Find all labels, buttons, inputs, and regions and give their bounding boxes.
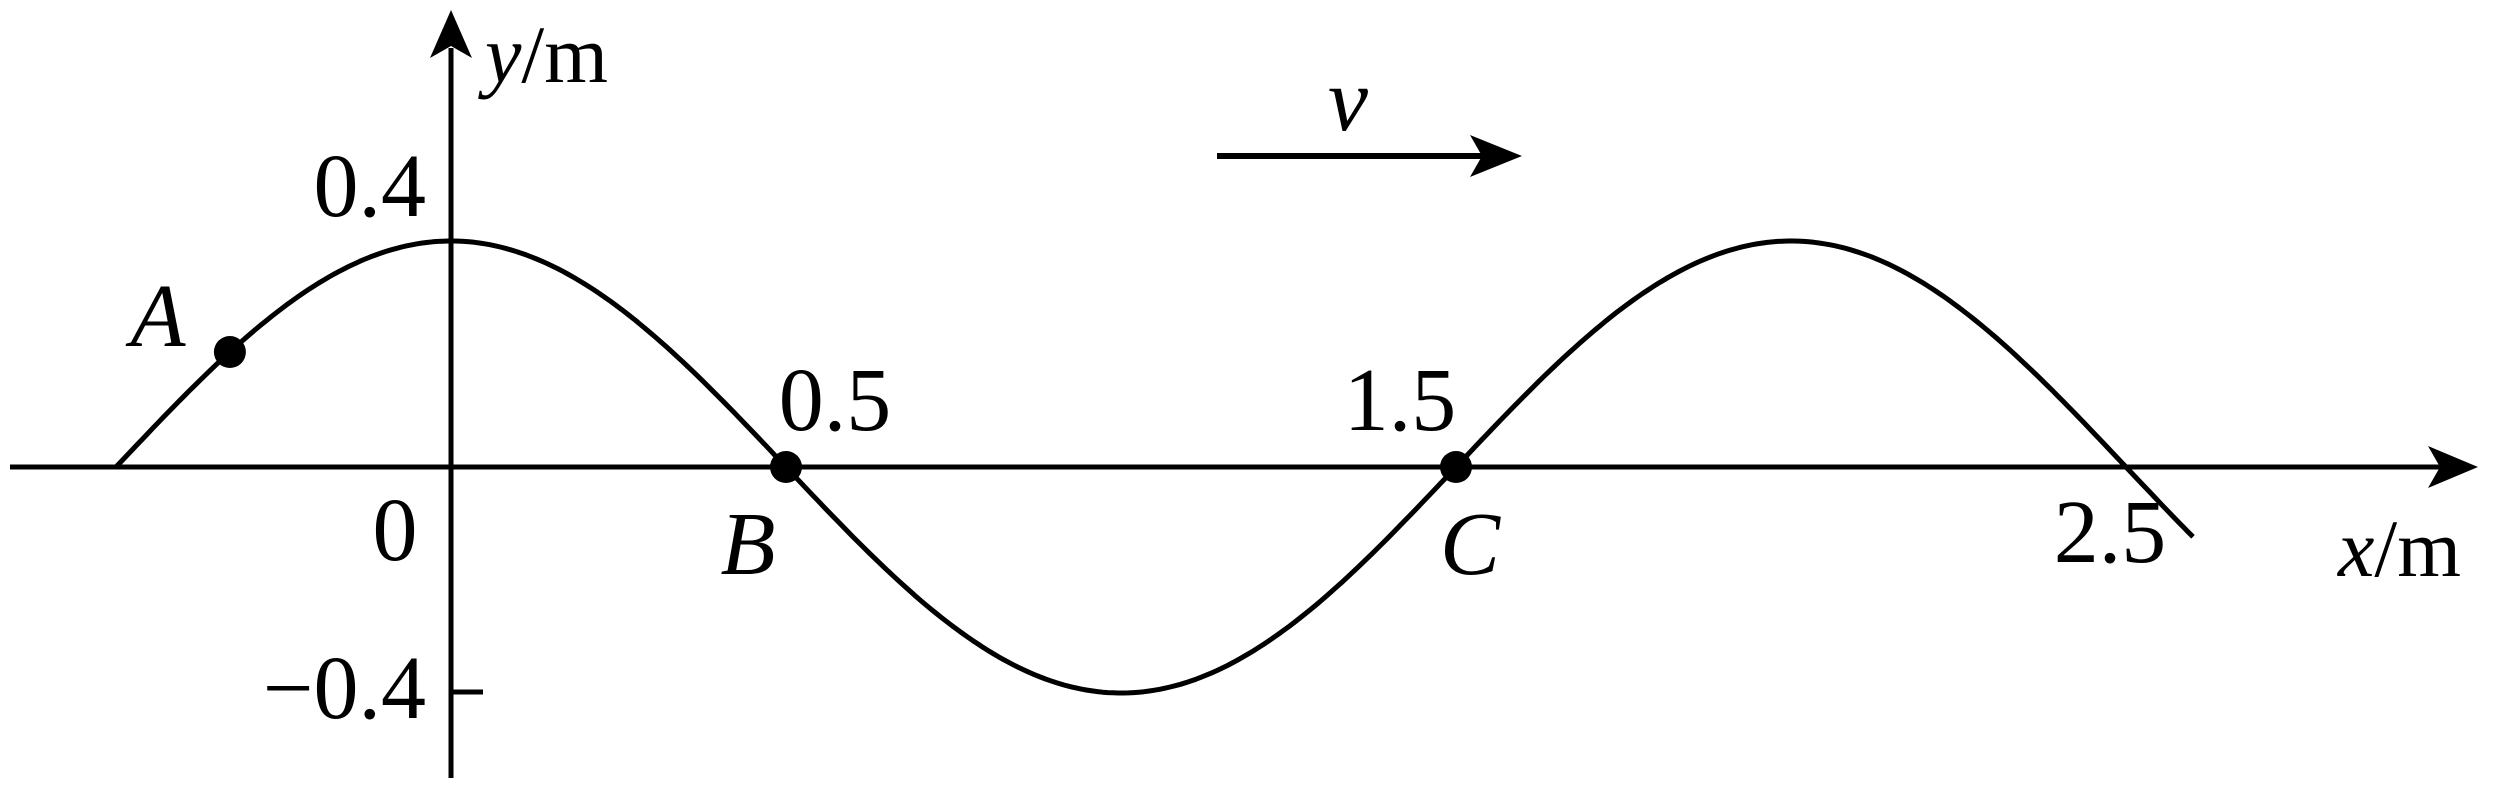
y-axis-unit: /m [521, 9, 608, 100]
point-c-dot [1440, 451, 1472, 483]
x-axis-label: x/m [2337, 503, 2461, 594]
x-axis-arrow-icon [2428, 446, 2478, 488]
point-b-dot [770, 451, 802, 483]
point-b-label: B [721, 495, 776, 594]
origin-label: 0 [373, 481, 418, 580]
point-c-label: C [1440, 495, 1501, 594]
y-tick-label-bottom: −0.4 [263, 639, 426, 738]
y-axis-var: y [478, 9, 522, 100]
x-axis-var: x [2337, 503, 2374, 594]
y-tick-label-top: 0.4 [314, 137, 427, 236]
x-tick-label-2-5: 2.5 [2054, 483, 2167, 582]
x-tick-label-0-5: 0.5 [779, 351, 892, 450]
velocity-arrow-icon [1470, 135, 1522, 177]
velocity-label: v [1328, 51, 1368, 150]
wave-curve [114, 238, 2195, 696]
x-tick-label-1-5: 1.5 [1344, 351, 1457, 450]
y-axis-arrow-icon [430, 10, 472, 58]
x-axis-unit: /m [2374, 503, 2461, 594]
y-axis-label: y/m [478, 9, 608, 100]
point-a-label: A [126, 267, 187, 366]
point-a-dot [213, 336, 246, 368]
